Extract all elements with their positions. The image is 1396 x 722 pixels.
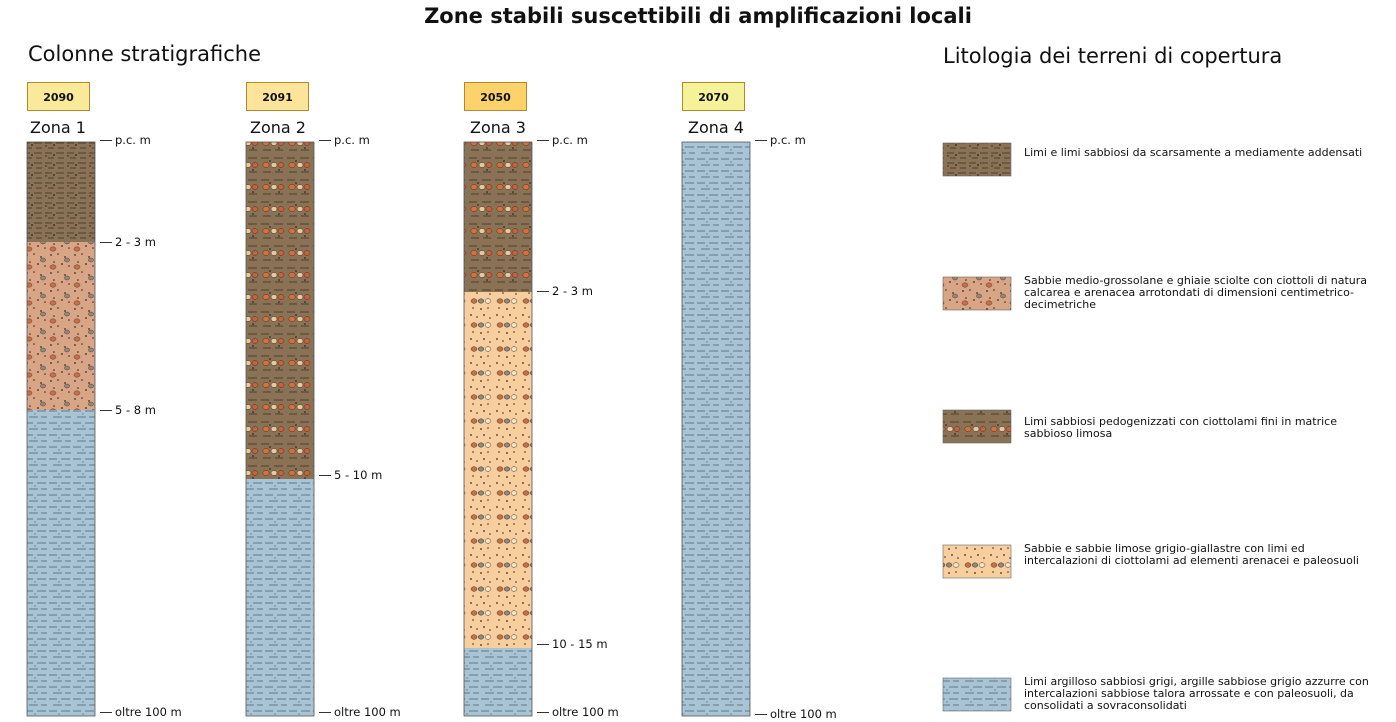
layer-argille: [464, 648, 532, 716]
depth-label: oltre 100 m: [100, 705, 182, 719]
depth-label: oltre 100 m: [755, 707, 837, 721]
legend-text-argille: Limi argilloso sabbiosi grigi, argille s…: [1024, 675, 1369, 712]
legend-title: Litologia dei terreni di copertura: [943, 44, 1283, 68]
layer-sabbie-limose: [464, 292, 532, 648]
layer-argille: [682, 142, 750, 716]
legend-swatch-sabbie-ghiaie: [942, 276, 1012, 311]
depth-label: p.c. m: [755, 133, 806, 147]
legend-swatch-limi: [942, 142, 1012, 177]
legend-text-limi: Limi e limi sabbiosi da scarsamente a me…: [1024, 146, 1363, 159]
depth-label: oltre 100 m: [319, 705, 401, 719]
columns-title: Colonne stratigrafiche: [28, 42, 261, 66]
zone-code-2091: 2091: [246, 82, 309, 111]
legend-swatch-argille: [942, 677, 1012, 712]
zone-code-2050: 2050: [464, 82, 527, 111]
depth-label: p.c. m: [319, 133, 370, 147]
column-zona-1: [26, 141, 96, 717]
layer-argille: [246, 479, 314, 716]
depth-label: 2 - 3 m: [537, 284, 593, 298]
zone-name-2: Zona 2: [250, 118, 306, 137]
zone-name-3: Zona 3: [470, 118, 526, 137]
layer-argille: [27, 410, 95, 716]
page-title: Zone stabili suscettibili di amplificazi…: [424, 4, 972, 28]
layer-limi-ciottolami: [246, 142, 314, 479]
zone-name-1: Zona 1: [30, 118, 86, 137]
zone-code-2070: 2070: [682, 82, 745, 111]
legend-text-sabbie-ghiaie: Sabbie medio-grossolane e ghiaie sciolte…: [1024, 274, 1368, 311]
column-zona-2: [245, 141, 315, 717]
column-zona-3: [463, 141, 533, 717]
legend-text-limi-ciottolami: Limi sabbiosi pedogenizzati con ciottola…: [1024, 415, 1337, 440]
zone-name-4: Zona 4: [688, 118, 744, 137]
legend-swatch-sabbie-limose: [942, 544, 1012, 579]
depth-label: 10 - 15 m: [537, 637, 608, 651]
depth-label: oltre 100 m: [537, 705, 619, 719]
depth-label: p.c. m: [537, 133, 588, 147]
depth-label: p.c. m: [100, 133, 151, 147]
depth-label: 5 - 8 m: [100, 403, 156, 417]
depth-label: 5 - 10 m: [319, 468, 382, 482]
zone-code-2090: 2090: [27, 82, 90, 111]
layer-limi: [27, 142, 95, 242]
legend-text-sabbie-limose: Sabbie e sabbie limose grigio-giallastre…: [1024, 542, 1359, 567]
depth-label: 2 - 3 m: [100, 235, 156, 249]
layer-limi-ciottolami: [464, 142, 532, 292]
legend-swatch-limi-ciottolami: [942, 409, 1012, 444]
column-zona-4: [681, 141, 751, 717]
layer-sabbie-ghiaie: [27, 242, 95, 410]
